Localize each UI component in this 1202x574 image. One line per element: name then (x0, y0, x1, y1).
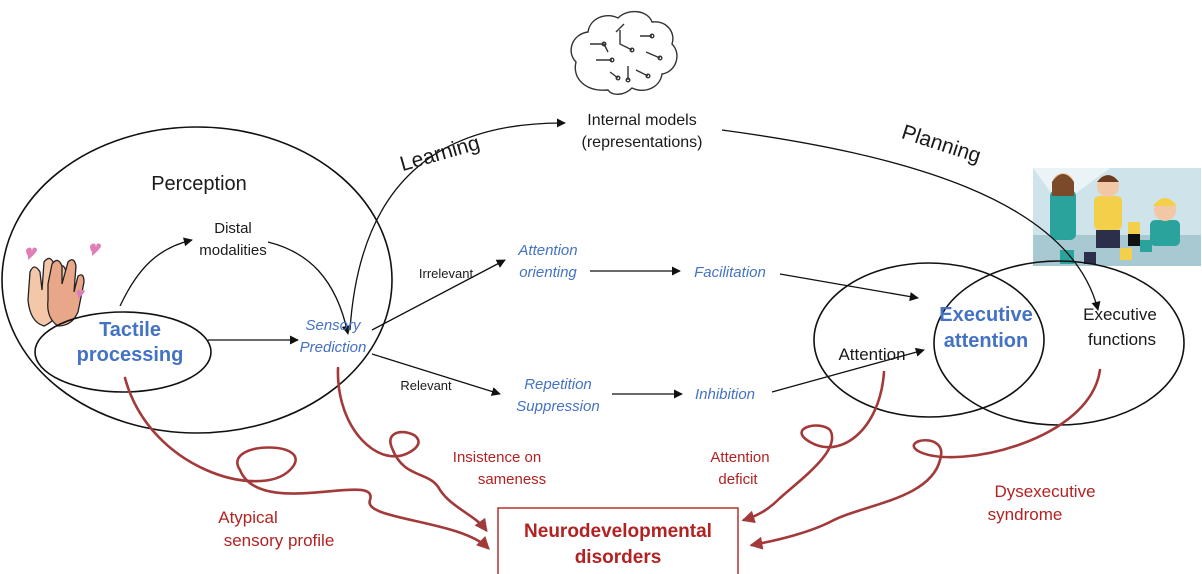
irrelevant-label: Irrelevant (419, 266, 474, 281)
dysexecutive-label-2: syndrome (988, 505, 1063, 524)
facilitation-label: Facilitation (694, 264, 766, 281)
dysexecutive-label-1: Dysexecutive (994, 482, 1095, 501)
learning-label: Learning (397, 131, 482, 176)
atypical-label-1: Atypical (218, 508, 278, 527)
perception-ellipse (1, 126, 393, 434)
swirl-dysexecutive (749, 368, 1102, 550)
arrow-internal-to-executive (721, 129, 1101, 311)
distal-label-2: modalities (199, 242, 267, 259)
executive-functions-label-1: Executive (1083, 305, 1157, 324)
attention-orienting-label-2: orienting (519, 264, 577, 281)
arrow-sensory-to-orienting (371, 259, 506, 331)
relevant-label: Relevant (400, 378, 452, 393)
arrow-sensory-to-repetition (371, 353, 501, 396)
hands-icon (26, 243, 101, 327)
sensory-label-2: Prediction (300, 339, 367, 356)
arrow-tactile-to-distal (119, 237, 193, 307)
tactile-label-1: Tactile (99, 319, 161, 341)
children-playing-icon (1033, 168, 1201, 266)
attention-orienting-label-1: Attention (517, 242, 577, 259)
insistence-label-2: sameness (478, 471, 546, 488)
brain-circuit-icon (570, 11, 678, 95)
planning-label: Planning (899, 121, 984, 168)
arrow-inhibition-to-executive (771, 347, 925, 393)
attention-deficit-label-2: deficit (718, 471, 758, 488)
neuro-label-1: Neurodevelopmental (524, 521, 712, 542)
distal-label-1: Distal (214, 220, 252, 237)
attention-deficit-label-1: Attention (710, 449, 769, 466)
inhibition-label: Inhibition (695, 386, 755, 403)
arrow-distal-to-sensory (267, 241, 351, 335)
internal-models-label-1: Internal models (587, 112, 696, 129)
tactile-label-2: processing (77, 344, 184, 366)
internal-models-label-2: (representations) (582, 134, 703, 151)
insistence-label-1: Insistence on (453, 449, 541, 466)
executive-functions-label-2: functions (1088, 330, 1156, 349)
tactile-ellipse (34, 311, 212, 393)
perception-label: Perception (151, 173, 247, 195)
attention-label: Attention (838, 345, 905, 364)
neuro-label-2: disorders (575, 547, 662, 568)
repetition-label-1: Repetition (524, 376, 592, 393)
sensory-label-1: Sensory (305, 317, 362, 334)
swirl-atypical (123, 376, 490, 550)
neurodevelopmental-box (497, 507, 739, 574)
atypical-label-2: sensory profile (224, 531, 335, 550)
swirl-attention-deficit (741, 370, 886, 524)
executive-attention-label-2: attention (944, 330, 1028, 352)
arrow-facilitation-to-executive (779, 273, 919, 302)
attention-ellipse (813, 262, 1045, 418)
arrow-sensory-to-internal (349, 118, 566, 331)
swirl-insistence (336, 366, 488, 533)
repetition-label-2: Suppression (516, 398, 599, 415)
executive-attention-label-1: Executive (939, 304, 1032, 326)
